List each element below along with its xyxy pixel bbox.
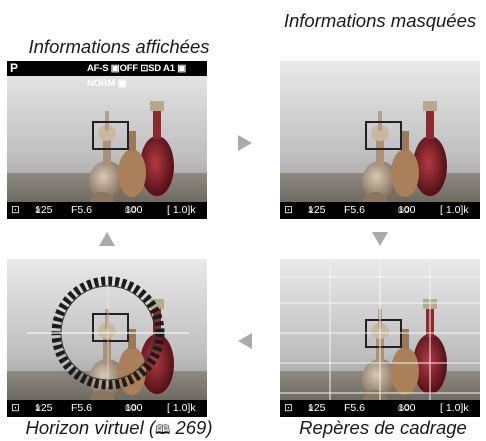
status-bar: ⊡ 1/125 F5.6 ISO 100 [ 1.0]k [7, 400, 207, 417]
remaining-shots: [ 1.0]k [167, 402, 196, 414]
remaining-shots: [ 1.0]k [167, 204, 196, 216]
panel-info-hidden: ⊡ 1/125 F5.6 ISO 100 [ 1.0]k [280, 61, 480, 219]
panel-framing-grid: ⊡ 1/125 F5.6 ISO 100 [ 1.0]k [280, 259, 480, 417]
caption-framing-grid: Repères de cadrage [299, 417, 467, 438]
aperture: F5.6 [71, 204, 93, 216]
aperture: F5.6 [344, 402, 366, 414]
panel-info-shown: P AF-S ▣OFF ⊡SD A1 ▣ NORM ▣ ⊡ 1/125 F5.6… [7, 61, 207, 219]
focus-frame [92, 121, 129, 150]
metering-icon: ⊡ [284, 204, 293, 216]
virtual-horizon-gauge [27, 276, 189, 390]
arrow-left-icon [238, 333, 252, 349]
framing-grid [280, 259, 480, 417]
book-icon: 🕮 [155, 422, 171, 437]
info-top-bar: P AF-S ▣OFF ⊡SD A1 ▣ NORM ▣ [7, 61, 207, 89]
arrow-right-icon [238, 135, 252, 151]
panel-virtual-horizon: ⊡ 1/125 F5.6 ISO 100 [ 1.0]k [7, 259, 207, 417]
metering-icon: ⊡ [284, 402, 293, 414]
metering-icon: ⊡ [11, 402, 20, 414]
status-bar: ⊡ 1/125 F5.6 ISO 100 [ 1.0]k [280, 202, 480, 219]
caption-horizon-text: Horizon virtuel ( [25, 417, 156, 438]
caption-info-hidden: Informations masquées [283, 10, 477, 31]
aperture: F5.6 [71, 402, 93, 414]
caption-virtual-horizon: Horizon virtuel (🕮 269) [25, 417, 213, 438]
status-bar: ⊡ 1/125 F5.6 ISO 100 [ 1.0]k [7, 202, 207, 219]
metering-icon: ⊡ [11, 204, 20, 216]
remaining-shots: [ 1.0]k [440, 204, 469, 216]
arrow-up-icon [99, 232, 115, 246]
shooting-settings: AF-S ▣OFF ⊡SD A1 ▣ NORM ▣ [87, 63, 187, 89]
aperture: F5.6 [344, 204, 366, 216]
caption-info-shown: Informations affichées [28, 36, 210, 57]
exposure-mode: P [10, 61, 19, 75]
status-bar: ⊡ 1/125 F5.6 ISO 100 [ 1.0]k [280, 400, 480, 417]
remaining-shots: [ 1.0]k [440, 402, 469, 414]
arrow-down-icon [372, 232, 388, 246]
focus-frame [365, 121, 402, 150]
